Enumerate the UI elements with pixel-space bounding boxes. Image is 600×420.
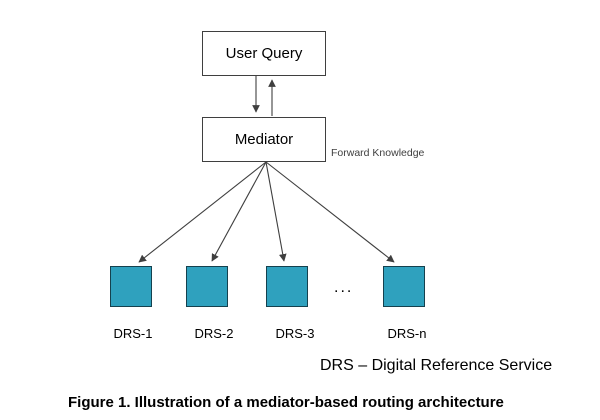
forward-knowledge-annotation: Forward Knowledge	[331, 147, 425, 159]
ellipsis: ...	[334, 279, 354, 296]
drs-3-label: DRS-3	[275, 326, 315, 341]
arrow-mediator-to-drs-1	[138, 161, 267, 263]
drs-2-label: DRS-2	[194, 326, 234, 341]
user-query-label: User Query	[225, 45, 303, 62]
arrow-mediator-to-drs-n	[265, 161, 395, 263]
arrow-mediator-to-drs-3	[265, 161, 287, 262]
legend-text: DRS – Digital Reference Service	[320, 357, 553, 374]
arrow-mediator-to-drs-2	[211, 161, 267, 262]
drs-1-node	[110, 266, 152, 307]
drs-n-label: DRS-n	[387, 326, 427, 341]
figure-caption: Figure 1. Illustration of a mediator-bas…	[68, 394, 504, 411]
drs-3-node	[266, 266, 308, 307]
mediator-box: Mediator	[202, 117, 326, 162]
drs-n-node	[383, 266, 425, 307]
drs-1-label: DRS-1	[113, 326, 153, 341]
mediator-label: Mediator	[234, 131, 294, 148]
user-query-box: User Query	[202, 31, 326, 76]
drs-2-node	[186, 266, 228, 307]
